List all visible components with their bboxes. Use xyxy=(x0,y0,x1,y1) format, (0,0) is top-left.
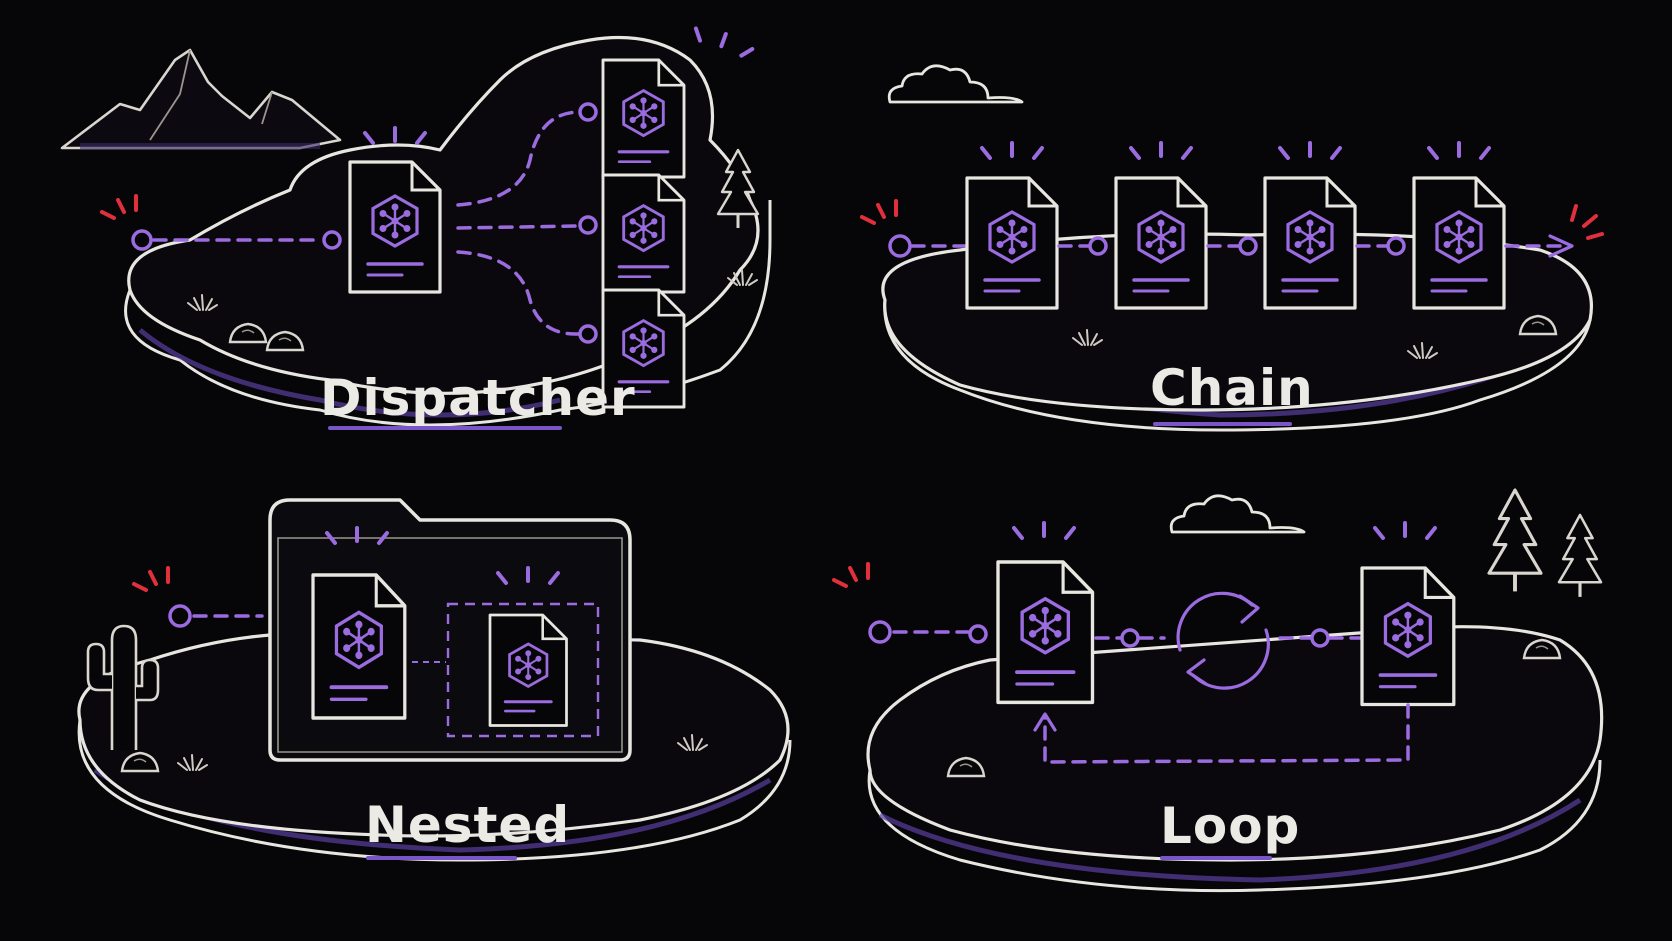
trigger-node-icon xyxy=(868,620,892,644)
loop-panel: Loop xyxy=(832,488,1604,893)
activation-ticks-icon xyxy=(1129,141,1193,160)
trigger-ticks-icon xyxy=(860,199,898,225)
skill-file-icon[interactable] xyxy=(1412,176,1506,310)
activation-ticks-icon xyxy=(1278,141,1342,160)
cloud-icon xyxy=(1169,494,1306,534)
nested-panel: Nested xyxy=(77,498,792,862)
trigger-node-icon xyxy=(131,229,153,251)
skill-file-icon[interactable] xyxy=(1360,566,1456,707)
skill-file-icon[interactable] xyxy=(311,573,407,720)
skill-file-icon[interactable] xyxy=(1263,176,1357,310)
activation-ticks-icon xyxy=(1373,521,1437,540)
panel-title-dispatcher: Dispatcher xyxy=(320,369,636,427)
panel-title-nested: Nested xyxy=(365,796,570,854)
skill-file-icon[interactable] xyxy=(965,176,1059,310)
skill-file-icon[interactable] xyxy=(996,560,1095,705)
skill-file-icon[interactable] xyxy=(1114,176,1208,310)
trigger-node-icon xyxy=(168,604,192,628)
cactus-icon xyxy=(86,624,160,750)
trigger-node-icon xyxy=(888,234,912,258)
panel-title-chain: Chain xyxy=(1150,359,1314,417)
activation-ticks-icon xyxy=(1012,521,1076,540)
loop-arrows-icon xyxy=(1176,591,1270,690)
activation-ticks-icon xyxy=(980,141,1044,160)
activation-ticks-icon xyxy=(1427,141,1491,160)
dispatcher-island xyxy=(127,35,760,395)
activation-ticks-icon xyxy=(363,126,427,145)
tree-icon xyxy=(1557,513,1603,599)
cloud-icon xyxy=(887,64,1024,104)
panel-title-loop: Loop xyxy=(1160,797,1300,855)
trigger-ticks-icon xyxy=(132,566,170,592)
dispatcher-panel: Dispatcher xyxy=(60,21,772,430)
skill-file-icon[interactable] xyxy=(488,613,568,727)
tree-icon xyxy=(1487,488,1543,594)
output-ticks-icon xyxy=(1570,204,1604,240)
mountain-icon xyxy=(60,48,342,150)
activation-ticks-icon xyxy=(690,21,757,61)
trigger-ticks-icon xyxy=(832,562,870,588)
trigger-ticks-icon xyxy=(100,194,138,220)
skill-file-icon[interactable] xyxy=(601,173,686,294)
skill-file-icon[interactable] xyxy=(601,58,686,179)
chain-panel: Chain xyxy=(860,64,1604,432)
skill-file-icon[interactable] xyxy=(348,160,442,294)
